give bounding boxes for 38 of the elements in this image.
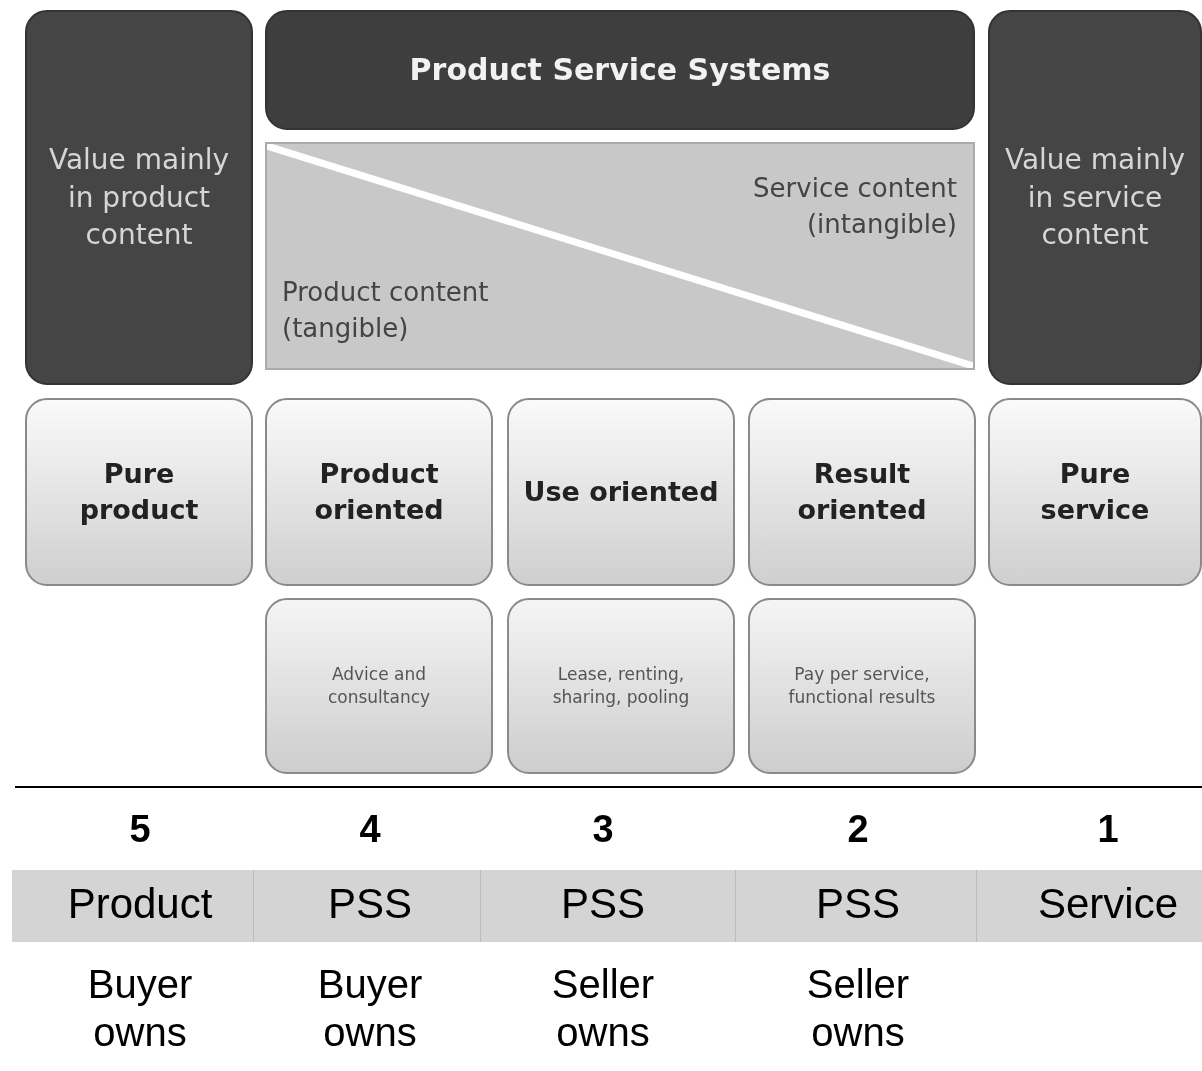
rank-number: 3 [592,808,614,851]
rank-number: 5 [129,808,151,851]
category-label: PSS [816,880,900,928]
ownership-label: Seller owns [550,961,656,1056]
box-text: Result oriented [796,456,928,527]
example-box [748,598,976,774]
box-text: Pure service [1039,456,1151,527]
category-box [265,398,493,586]
value-box [988,10,1202,385]
example-box [507,598,735,774]
box-text: Value mainly in service content [1003,141,1187,254]
panel-text: Product content (tangible) [282,276,490,346]
category-box [507,398,735,586]
category-label: PSS [561,880,645,928]
category-label: PSS [328,880,412,928]
box-text: Product oriented [313,456,445,527]
ownership-label: Seller owns [805,961,911,1056]
panel-text: Service content (intangible) [752,172,957,242]
value-box [25,10,253,385]
category-box [748,398,976,586]
category-box [988,398,1202,586]
rank-number: 4 [359,808,381,851]
example-box [265,598,493,774]
ownership-label: Buyer owns [316,961,424,1056]
box-text: Lease, renting, sharing, pooling [551,663,691,709]
rank-number: 1 [1097,808,1119,851]
box-text: Value mainly in product content [47,141,231,254]
box-text: Pay per service, functional results [787,663,937,709]
category-label: Product [67,880,213,928]
ownership-label: Buyer owns [86,961,194,1056]
box-text: Product Service Systems [408,50,832,89]
rank-number: 2 [847,808,869,851]
box-text: Pure product [78,456,200,527]
category-label: Service [1037,880,1179,928]
box-text: Use oriented [522,474,720,509]
box-text: Advice and consultancy [326,663,432,709]
header-box [265,10,975,130]
category-box [25,398,253,586]
